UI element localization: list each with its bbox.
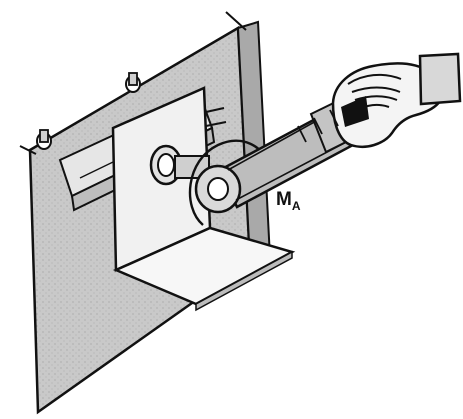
hand-icon xyxy=(333,54,460,147)
moment-symbol: M xyxy=(276,189,292,210)
moment-subscript: A xyxy=(292,199,301,213)
moment-label: MA xyxy=(276,190,301,209)
